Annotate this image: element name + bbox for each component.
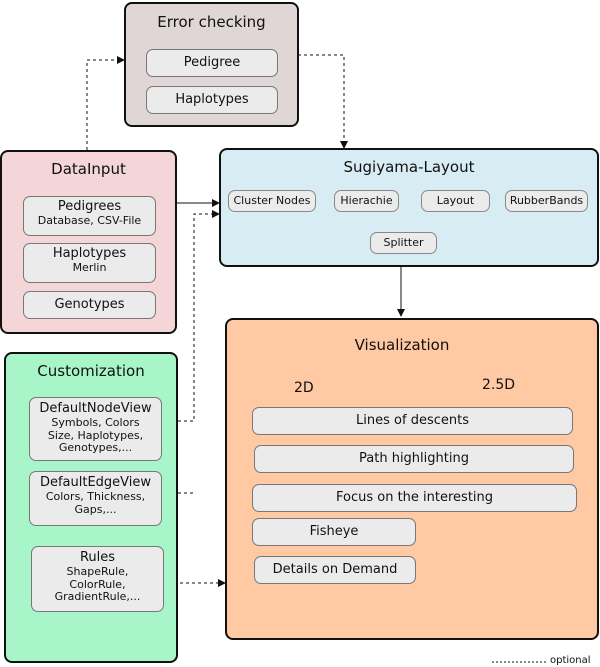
vis-item-fisheye: Fisheye bbox=[252, 518, 416, 546]
error-checking-title: Error checking bbox=[157, 13, 266, 31]
data-item-genotypes-main: Genotypes bbox=[54, 297, 125, 312]
data-input-group: DataInput Pedigrees Database, CSV-File H… bbox=[0, 150, 177, 334]
visualization-title: Visualization bbox=[354, 336, 450, 354]
data-input-title: DataInput bbox=[51, 160, 126, 178]
custom-item-edgeview-sub: Colors, Thickness, Gaps,... bbox=[45, 489, 146, 516]
edge-errorchecking-sugiyama bbox=[298, 54, 348, 149]
sugiyama-layout-title: Sugiyama-Layout bbox=[343, 158, 475, 176]
custom-item-rules-main: Rules bbox=[79, 550, 116, 565]
data-item-pedigrees-sub: Database, CSV-File bbox=[37, 213, 142, 227]
node-rubberbands: RubberBands bbox=[505, 190, 588, 212]
customization-group: Customization DefaultNodeView Symbols, C… bbox=[4, 352, 178, 663]
vis-item-lines-of-descents: Lines of descents bbox=[252, 407, 573, 435]
data-item-genotypes: Genotypes bbox=[23, 291, 156, 319]
visualization-group: Visualization bbox=[225, 318, 599, 640]
legend-optional-label: optional bbox=[550, 655, 591, 666]
custom-item-nodeview-sub: Symbols, Colors Size, Haplotypes, Genoty… bbox=[47, 415, 144, 455]
label-2-5d: 2.5D bbox=[482, 377, 516, 393]
custom-item-edgeview-main: DefaultEdgeView bbox=[39, 475, 152, 490]
custom-item-nodeview-main: DefaultNodeView bbox=[39, 401, 152, 416]
error-item-haplotypes: Haplotypes bbox=[146, 86, 278, 114]
vis-item-path-highlighting: Path highlighting bbox=[254, 445, 574, 473]
error-item-pedigree: Pedigree bbox=[146, 49, 278, 77]
node-hierachie: Hierachie bbox=[334, 190, 399, 212]
node-cluster-nodes: Cluster Nodes bbox=[228, 190, 316, 212]
custom-item-nodeview: DefaultNodeView Symbols, Colors Size, Ha… bbox=[29, 397, 162, 461]
custom-item-rules-sub: ShapeRule, ColorRule, GradientRule,... bbox=[54, 564, 141, 604]
node-splitter: Splitter bbox=[370, 232, 437, 254]
node-layout: Layout bbox=[421, 190, 490, 212]
data-item-haplotypes-main: Haplotypes bbox=[52, 246, 127, 261]
data-item-pedigrees-main: Pedigrees bbox=[57, 199, 122, 214]
edge-nodeview-sugiyama bbox=[160, 210, 220, 422]
data-item-haplotypes-sub: Merlin bbox=[72, 260, 107, 274]
custom-item-edgeview: DefaultEdgeView Colors, Thickness, Gaps,… bbox=[29, 471, 162, 526]
edge-datainput-errorchecking bbox=[86, 56, 125, 150]
custom-item-rules: Rules ShapeRule, ColorRule, GradientRule… bbox=[31, 546, 164, 612]
error-checking-group: Error checking Pedigree Haplotypes bbox=[124, 2, 299, 127]
label-2d: 2D bbox=[294, 380, 314, 396]
vis-item-details-on-demand: Details on Demand bbox=[254, 556, 416, 584]
vis-item-focus-on-the-interesting: Focus on the interesting bbox=[252, 484, 577, 512]
data-item-haplotypes: Haplotypes Merlin bbox=[23, 243, 156, 283]
customization-title: Customization bbox=[37, 362, 145, 380]
data-item-pedigrees: Pedigrees Database, CSV-File bbox=[23, 196, 156, 236]
